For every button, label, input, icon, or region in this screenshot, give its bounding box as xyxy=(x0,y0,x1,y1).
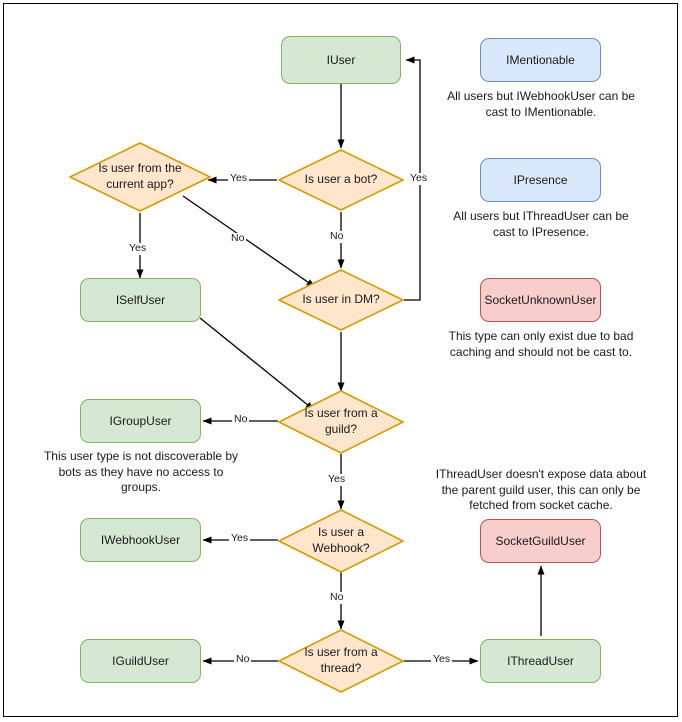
note-igroupuser: This user type is not discoverable by bo… xyxy=(43,449,239,495)
edge-label-bot-yes: Yes xyxy=(228,172,250,185)
node-igroupuser[interactable]: IGroupUser xyxy=(80,399,201,443)
edge-currentapp-no-to-isdm xyxy=(182,195,316,288)
edge-label-thread-yes: Yes xyxy=(431,653,453,666)
note-ipresence: All users but IThreadUser can be cast to… xyxy=(453,209,629,239)
node-is-user-from-a-guild[interactable]: Is user from a guild? xyxy=(277,389,405,455)
edge-label-currentapp-no: No xyxy=(229,232,247,245)
diamond-shape xyxy=(278,509,404,573)
diamond-shape xyxy=(278,390,404,454)
node-is-user-a-webhook[interactable]: Is user a Webhook? xyxy=(277,508,405,574)
edge-label-guild-no: No xyxy=(232,413,250,426)
edge-label-currentapp-yes: Yes xyxy=(127,242,149,255)
edge-iselfuser-to-isguild xyxy=(199,317,315,411)
node-socketunknownuser[interactable]: SocketUnknownUser xyxy=(480,278,601,322)
node-ithreaduser-label: IThreadUser xyxy=(507,653,574,668)
node-is-user-from-a-thread[interactable]: Is user from a thread? xyxy=(277,628,405,694)
diamond-shape xyxy=(278,269,404,331)
node-iwebhookuser[interactable]: IWebhookUser xyxy=(80,518,201,562)
node-is-user-in-dm-label: Is user in DM? xyxy=(302,292,380,307)
node-is-user-from-current-app-label: Is user from the current app? xyxy=(98,161,182,191)
node-is-user-from-current-app[interactable]: Is user from the current app? xyxy=(68,141,212,213)
node-iselfuser[interactable]: ISelfUser xyxy=(80,278,201,322)
node-ipresence-label: IPresence xyxy=(513,172,568,187)
diamond-shape xyxy=(278,149,404,211)
edge-label-guild-yes: Yes xyxy=(326,473,348,486)
node-is-user-in-dm[interactable]: Is user in DM? xyxy=(277,268,405,332)
note-socketunknownuser: This type can only exist due to bad cach… xyxy=(448,329,634,359)
node-ipresence[interactable]: IPresence xyxy=(480,158,601,202)
node-iuser-label: IUser xyxy=(326,52,356,67)
node-igroupuser-label: IGroupUser xyxy=(109,413,172,428)
node-imentionable[interactable]: IMentionable xyxy=(480,38,601,82)
node-is-user-a-bot-label: Is user a bot? xyxy=(304,172,378,187)
node-is-user-from-a-guild-label: Is user from a guild? xyxy=(304,406,378,436)
note-imentionable: All users but IWebhookUser can be cast t… xyxy=(447,89,635,119)
edge-label-dm-yes: Yes xyxy=(408,172,430,185)
node-iuser[interactable]: IUser xyxy=(281,36,401,84)
node-is-user-a-bot[interactable]: Is user a bot? xyxy=(277,148,405,212)
edge-label-webhook-yes: Yes xyxy=(229,532,251,545)
node-socketguilduser-label: SocketGuildUser xyxy=(495,533,586,548)
edge-label-webhook-no: No xyxy=(328,591,346,604)
diamond-shape xyxy=(69,142,211,212)
diamond-shape xyxy=(278,629,404,693)
node-iguilduser-label: IGuildUser xyxy=(112,653,169,668)
edge-label-thread-no: No xyxy=(234,653,252,666)
node-is-user-a-webhook-label: Is user a Webhook? xyxy=(312,525,370,555)
node-ithreaduser[interactable]: IThreadUser xyxy=(480,639,601,683)
node-socketguilduser[interactable]: SocketGuildUser xyxy=(480,519,601,563)
node-iguilduser[interactable]: IGuildUser xyxy=(80,639,201,683)
node-imentionable-label: IMentionable xyxy=(506,52,575,67)
node-iwebhookuser-label: IWebhookUser xyxy=(100,532,181,547)
node-is-user-from-a-thread-label: Is user from a thread? xyxy=(304,645,378,675)
node-socketunknownuser-label: SocketUnknownUser xyxy=(484,292,597,307)
edge-label-bot-no: No xyxy=(328,230,346,243)
note-socketguilduser: IThreadUser doesn't expose data about th… xyxy=(435,467,647,513)
node-iselfuser-label: ISelfUser xyxy=(115,292,166,307)
